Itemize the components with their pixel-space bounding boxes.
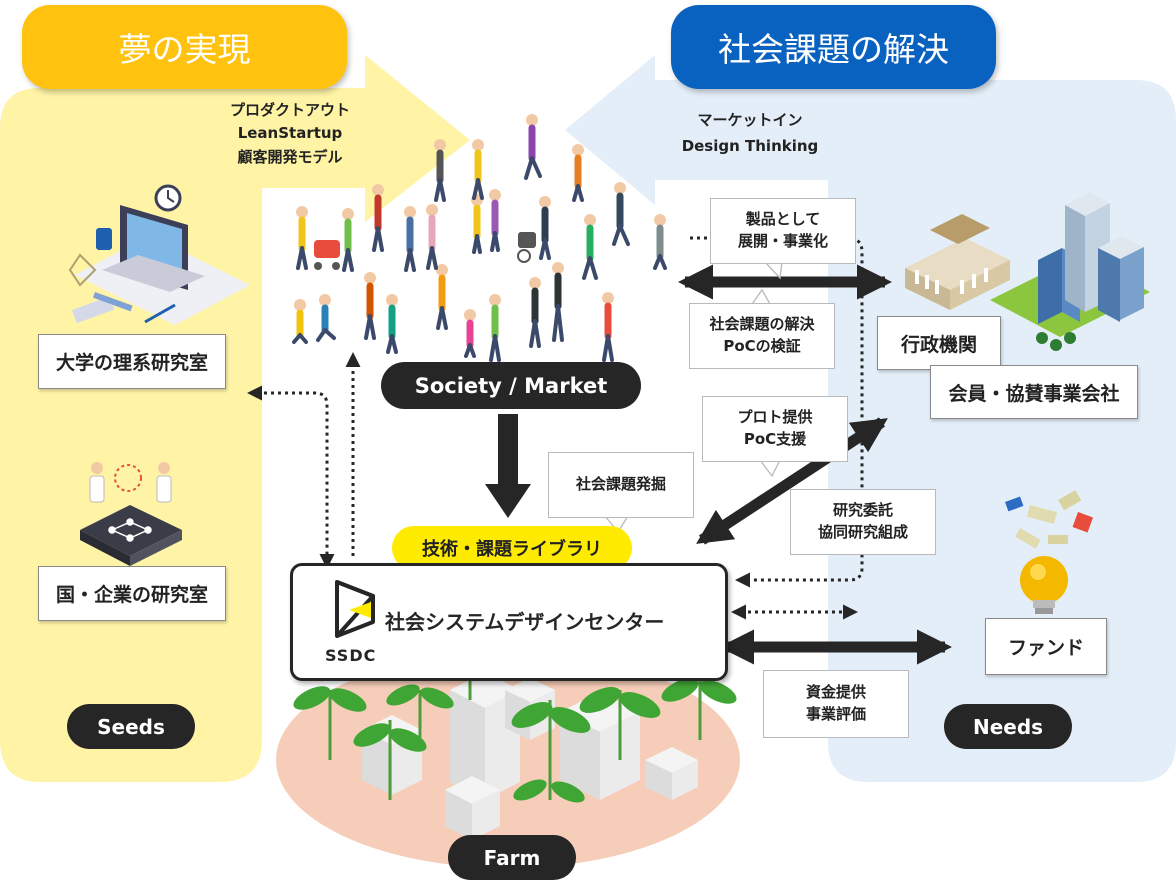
society-market-label: Society / Market [414, 373, 608, 398]
fund-box: ファンド [985, 618, 1107, 675]
corporate-lab-label: 国・企業の研究室 [55, 584, 208, 606]
lab-desk-illustration [68, 184, 250, 325]
government-label: 行政機関 [900, 333, 977, 356]
left-method-label: プロダクトアウト LeanStartup 顧客開発モデル [205, 99, 375, 169]
callout-proto-line2: PoC支援 [743, 430, 807, 448]
callout-solve-line1: 社会課題の解決 [709, 315, 815, 334]
callout-proto-support: プロト提供 PoC支援 [702, 396, 848, 462]
callout-issue-discovery: 社会課題発掘 [548, 452, 694, 518]
dream-realization-header: 夢の実現 [22, 5, 347, 89]
callout-proto-line1: プロト提供 [737, 408, 813, 427]
city-buildings-illustration [905, 192, 1150, 351]
farm-leaves-illustration [293, 678, 737, 803]
member-companies-box: 会員・協賛事業会社 [930, 365, 1138, 419]
callout-research-line2: 協同研究組成 [817, 523, 908, 541]
callout-funding-line2: 事業評価 [805, 705, 866, 723]
tech-library-label: 技術・課題ライブラリ [422, 539, 602, 560]
fund-label: ファンド [1007, 637, 1084, 659]
university-lab-box: 大学の理系研究室 [38, 334, 226, 389]
method-design-thinking: Design Thinking [681, 137, 819, 156]
social-issue-title: 社会課題の解決 [718, 30, 949, 69]
callout-research-line1: 研究委託 [832, 501, 893, 520]
social-issue-header: 社会課題の解決 [671, 5, 996, 89]
callout-discover-line1: 社会課題発掘 [575, 475, 666, 494]
callout-social-poc: 社会課題の解決 PoCの検証 [689, 303, 835, 369]
needs-pill: Needs [944, 704, 1072, 749]
ssdc-logo-text: SSDC [325, 646, 377, 665]
corporate-lab-box: 国・企業の研究室 [38, 566, 226, 621]
university-lab-label: 大学の理系研究室 [55, 352, 208, 374]
ssdc-box: SSDC 社会システムデザインセンター [290, 563, 728, 681]
ssdc-logo-icon [335, 580, 375, 638]
dream-realization-title: 夢の実現 [118, 30, 251, 69]
method-lean-startup: LeanStartup [237, 124, 343, 143]
seeds-pill: Seeds [67, 704, 195, 749]
method-product-out: プロダクトアウト [229, 101, 350, 119]
farm-pill: Farm [448, 835, 576, 880]
farm-label: Farm [483, 845, 541, 870]
needs-label: Needs [972, 714, 1044, 739]
callout-research-contract: 研究委託 協同研究組成 [790, 489, 936, 555]
callout-funding: 資金提供 事業評価 [763, 670, 909, 738]
seeds-label: Seeds [97, 714, 165, 739]
arrow-ssdc-members [696, 417, 888, 545]
callout-solve-line2: PoCの検証 [723, 337, 801, 355]
right-method-label: マーケットイン Design Thinking [665, 107, 835, 160]
tech-library-pill: 技術・課題ライブラリ [392, 526, 632, 570]
method-customer-dev: 顧客開発モデル [237, 147, 343, 166]
callout-product-line2: 展開・事業化 [737, 232, 828, 250]
society-market-pill: Society / Market [381, 362, 641, 409]
arrow-society-to-library [485, 414, 531, 518]
method-market-in: マーケットイン [697, 111, 803, 129]
fund-lightbulb-illustration [1005, 490, 1094, 614]
callout-funding-line1: 資金提供 [805, 683, 866, 702]
callout-product-deploy: 製品として 展開・事業化 [710, 198, 856, 264]
farm-plants-illustration [328, 680, 702, 800]
crowd-illustration [292, 114, 667, 362]
dotted-arrow-seeds-ssdc [247, 385, 335, 569]
ssdc-center-name: 社会システムデザインセンター [385, 610, 665, 634]
government-box: 行政機関 [877, 316, 1001, 370]
chip-research-illustration [80, 462, 182, 566]
member-companies-label: 会員・協賛事業会社 [948, 382, 1120, 405]
callout-product-line1: 製品として [745, 210, 821, 229]
